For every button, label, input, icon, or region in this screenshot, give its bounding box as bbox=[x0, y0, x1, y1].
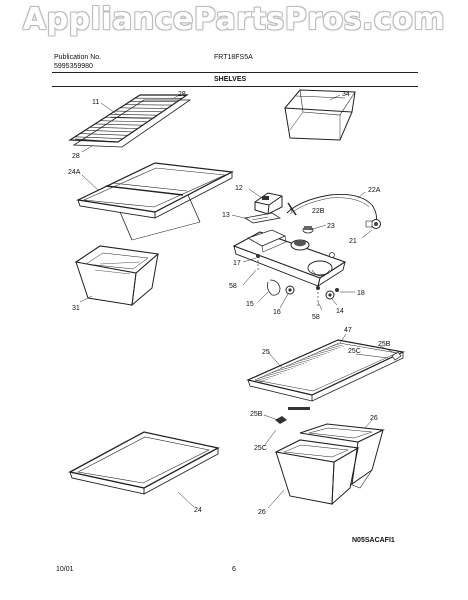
wire-rung bbox=[79, 133, 128, 136]
wire-rung bbox=[94, 123, 143, 126]
callout-24a: 24A bbox=[68, 169, 81, 176]
callout-labels: 11 28 28 34 24A 12 13 22A 22B 23 21 17 5… bbox=[68, 91, 391, 516]
crisper-hatch-line bbox=[310, 355, 319, 358]
glass-shelf bbox=[68, 431, 220, 495]
crisper-hatch-line bbox=[322, 350, 330, 353]
callout-26-left: 26 bbox=[258, 509, 266, 516]
callout-58-left: 58 bbox=[229, 283, 237, 290]
header-rule-top bbox=[52, 72, 418, 73]
callout-25c-top: 25C bbox=[348, 348, 361, 355]
crisper-hatch-line bbox=[294, 362, 302, 365]
callout-13: 13 bbox=[222, 212, 230, 219]
control-cover bbox=[243, 212, 282, 224]
watermark: AppliancePartsPros.com bbox=[22, 2, 446, 37]
crisper-hatch-line bbox=[257, 378, 265, 381]
crisper-hatch-line bbox=[274, 371, 282, 374]
crisper-cover-frame bbox=[246, 339, 405, 424]
crisper-hatch-line bbox=[277, 369, 285, 373]
crisper-hatch-line bbox=[333, 345, 341, 348]
callout-15: 15 bbox=[246, 301, 254, 308]
light-housing bbox=[254, 192, 283, 215]
crisper-hatch-line bbox=[296, 361, 305, 364]
crisper-hatch-line bbox=[260, 377, 268, 380]
crisper-hatch-line bbox=[336, 344, 344, 347]
callout-25b-top: 25B bbox=[378, 341, 391, 348]
callout-25: 25 bbox=[262, 349, 270, 356]
callout-22a: 22A bbox=[368, 187, 381, 194]
crisper-hatch-line bbox=[308, 356, 316, 359]
crisper-hatch-line bbox=[254, 379, 263, 383]
wire-harness bbox=[286, 194, 381, 229]
crisper-hatch-line bbox=[285, 366, 293, 369]
crisper-hatch-line bbox=[282, 367, 291, 370]
diagram-code: N05SACAFI1 bbox=[352, 537, 395, 544]
crisper-hatch-line bbox=[305, 357, 313, 361]
footer-page: 6 bbox=[232, 566, 236, 573]
callout-28-top: 28 bbox=[178, 91, 186, 98]
crisper-hatch-line bbox=[327, 347, 335, 351]
callout-47: 47 bbox=[344, 327, 352, 334]
callout-28-bottom: 28 bbox=[72, 153, 80, 160]
callout-17: 17 bbox=[233, 260, 241, 267]
crisper-pan bbox=[74, 245, 160, 307]
footer-date: 10/01 bbox=[56, 566, 74, 573]
crisper-hatch-line bbox=[280, 368, 288, 372]
glass-shelf-frame bbox=[75, 162, 235, 241]
crisper-hatch-line bbox=[319, 351, 327, 354]
callout-18: 18 bbox=[357, 290, 365, 297]
wire-rung bbox=[99, 120, 148, 123]
crisper-hatch-line bbox=[268, 373, 277, 377]
crisper-hatch-line bbox=[324, 348, 333, 352]
crisper-hatch-line bbox=[263, 376, 271, 379]
wire-shelf bbox=[68, 94, 192, 148]
wire-rung bbox=[84, 130, 133, 133]
callout-26-right: 26 bbox=[370, 415, 378, 422]
crisper-drawer-right bbox=[299, 423, 385, 489]
wire-rung bbox=[109, 113, 158, 116]
callout-34: 34 bbox=[342, 91, 350, 98]
crisper-hatch-line bbox=[271, 372, 279, 375]
crisper-hatch-line bbox=[288, 364, 296, 368]
callout-25c-lower: 25C bbox=[254, 445, 267, 452]
callout-21: 21 bbox=[349, 238, 357, 245]
crisper-hatch-line bbox=[330, 346, 338, 349]
callout-31: 31 bbox=[72, 305, 80, 312]
wire-rung bbox=[74, 136, 123, 139]
crisper-hatch-line bbox=[291, 363, 299, 367]
callout-24: 24 bbox=[194, 507, 202, 514]
callout-14: 14 bbox=[336, 308, 344, 315]
callout-12: 12 bbox=[235, 185, 243, 192]
door-bin bbox=[283, 89, 356, 141]
callout-16: 16 bbox=[273, 309, 281, 316]
wire-rung bbox=[114, 110, 163, 113]
callout-58-bottom: 58 bbox=[312, 314, 320, 321]
control-housing bbox=[232, 226, 347, 306]
publication-label: Publication No. bbox=[54, 54, 102, 61]
crisper-hatch-line bbox=[302, 358, 310, 362]
wire-rung bbox=[89, 126, 138, 129]
model-number: FRT18FS5A bbox=[214, 54, 253, 61]
crisper-hatch-line bbox=[266, 374, 274, 378]
callout-23: 23 bbox=[327, 223, 335, 230]
publication-number: 5995359980 bbox=[54, 63, 93, 70]
callout-11: 11 bbox=[92, 99, 99, 106]
leader-lines bbox=[79, 94, 398, 509]
header-rule-bottom bbox=[52, 86, 418, 87]
section-title: SHELVES bbox=[214, 76, 247, 83]
crisper-hatch-line bbox=[299, 360, 307, 363]
crisper-hatch-line bbox=[316, 352, 324, 356]
callout-25b-lower: 25B bbox=[250, 411, 263, 418]
crisper-hatch-line bbox=[313, 353, 321, 357]
crisper-drawer-left bbox=[274, 439, 360, 506]
wire-rung bbox=[104, 117, 153, 119]
callout-22b: 22B bbox=[312, 208, 325, 215]
wire-rung bbox=[119, 107, 168, 109]
